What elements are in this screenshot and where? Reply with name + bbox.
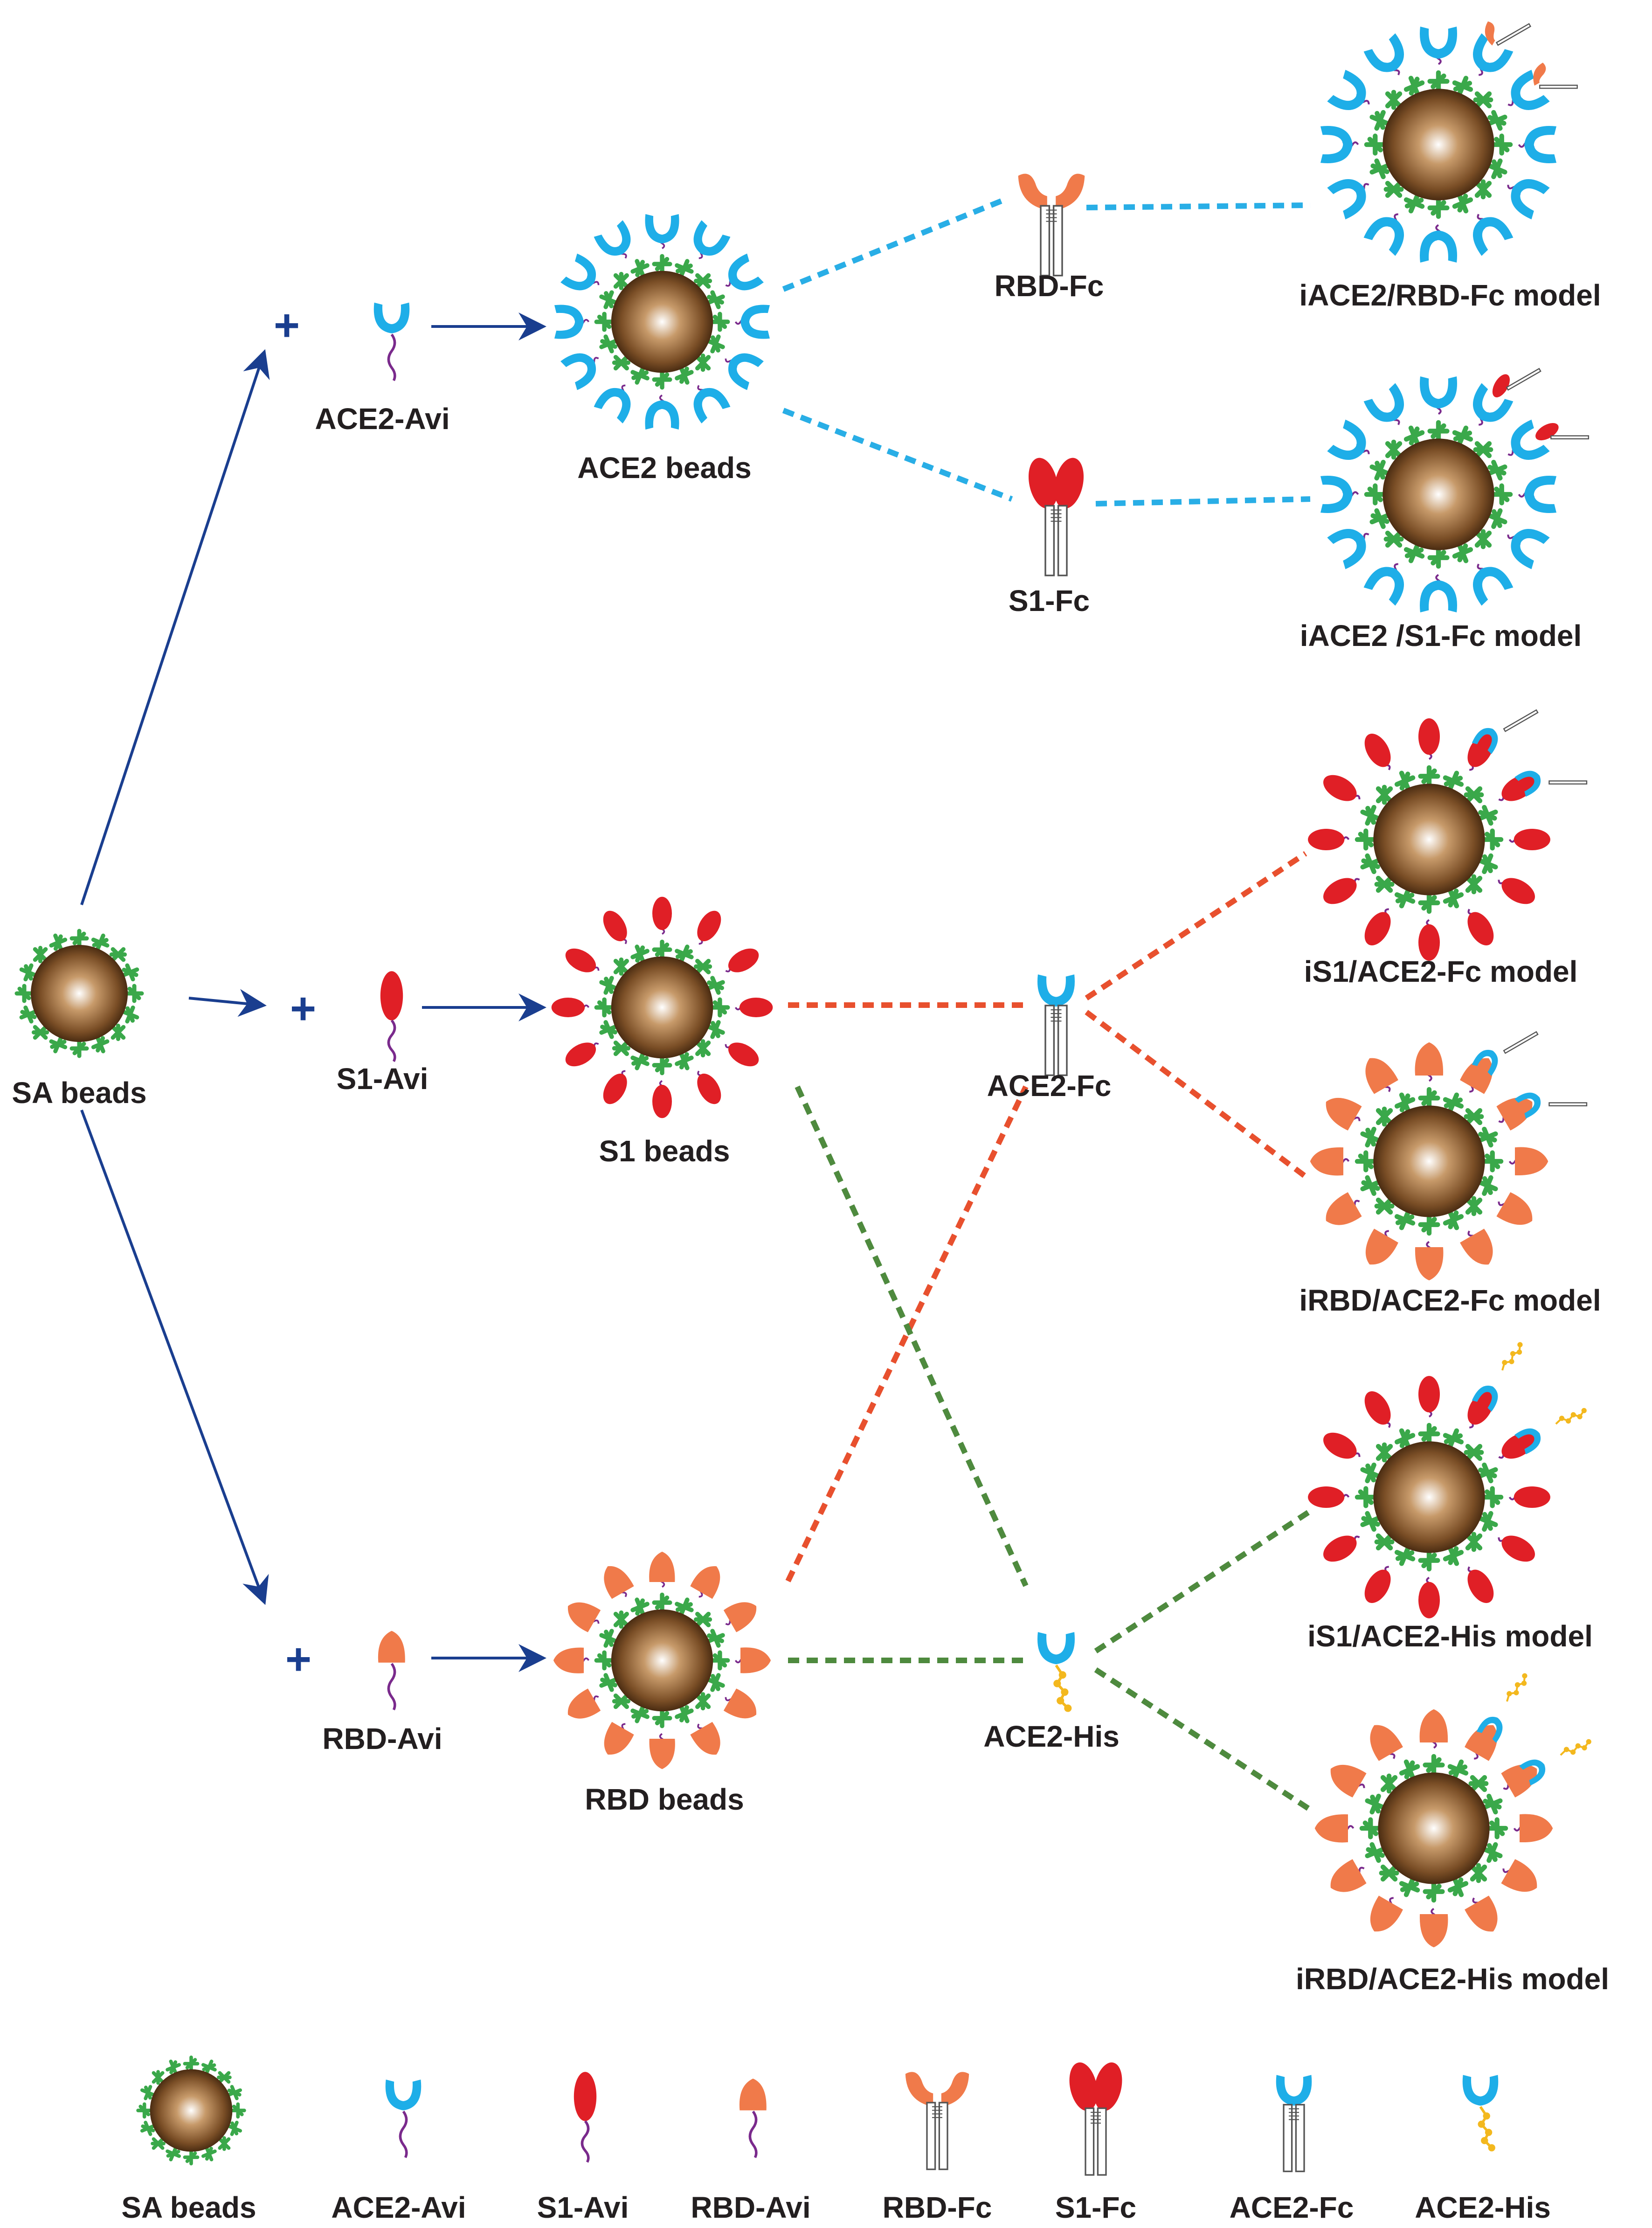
legend-s1-fc-icon: [1069, 2062, 1122, 2176]
legend-label-rbd-fc: RBD-Fc: [883, 2191, 992, 2224]
arrow-sa-to-s1: [188, 989, 267, 1017]
model-iace2-rbdfc-bead: [1320, 21, 1578, 263]
legend-label-ace2-fc: ACE2-Fc: [1230, 2191, 1354, 2224]
rbd-fc-molecule-icon: [1018, 174, 1085, 277]
legend-label-ace2-his: ACE2-His: [1415, 2191, 1551, 2224]
model-irbd-ace2fc-bead: [1310, 1031, 1588, 1281]
legend-label-sa-beads: SA beads: [121, 2191, 256, 2224]
label-model-iace2-s1fc: iACE2 /S1-Fc model: [1300, 619, 1582, 652]
legend-label-s1-fc: S1-Fc: [1055, 2191, 1136, 2224]
line-s1beads-ace2his: [795, 1085, 1029, 1587]
label-rbd-beads: RBD beads: [585, 1783, 744, 1816]
arrow-sa-to-rbd: [80, 1109, 269, 1605]
label-model-irbd-ace2his: iRBD/ACE2-His model: [1296, 1962, 1609, 1996]
legend-ace2-avi-icon: [385, 2079, 422, 2159]
s1-avi-molecule-icon: [380, 971, 403, 1062]
sa-beads: [14, 929, 144, 1058]
legend-s1-avi-icon: [574, 2072, 597, 2163]
line-ace2fc-model2: [1085, 1010, 1312, 1182]
ace2-avi-molecule-icon: [373, 302, 410, 382]
model-iace2-s1fc-bead: [1320, 368, 1590, 612]
plus-s1: +: [290, 984, 316, 1034]
ace2-fc-molecule-icon: [1037, 974, 1075, 1076]
label-rbd-avi: RBD-Avi: [322, 1722, 442, 1756]
line-ace2beads-s1fc: [782, 408, 1013, 502]
label-rbd-fc: RBD-Fc: [995, 269, 1104, 303]
line-s1fc-model: [1095, 496, 1311, 507]
label-sa-beads: SA beads: [12, 1076, 146, 1110]
label-ace2-fc: ACE2-Fc: [987, 1069, 1112, 1103]
label-s1-fc: S1-Fc: [1009, 584, 1090, 618]
line-rbdfc-model: [1086, 202, 1311, 210]
label-s1-avi: S1-Avi: [337, 1062, 429, 1096]
label-model-iace2-rbdfc: iACE2/RBD-Fc model: [1299, 278, 1601, 312]
legend-rbd-fc-icon: [905, 2072, 969, 2170]
legend-sa-bead: [136, 2055, 246, 2166]
legend: SA beads ACE2-Avi S1-Avi RBD-Avi RBD-Fc …: [121, 2055, 1551, 2224]
arrow-sa-to-ace2: [80, 349, 270, 905]
connection-lines: [782, 198, 1312, 1812]
line-ace2beads-rbdfc: [782, 198, 1004, 292]
rbd-beads: [553, 1551, 771, 1770]
plus-rbd: +: [285, 1634, 311, 1684]
ace2-beads: [554, 214, 770, 430]
s1-beads: [551, 896, 773, 1118]
label-model-is1-ace2his: iS1/ACE2-His model: [1307, 1619, 1593, 1653]
model-irbd-ace2his-bead: [1314, 1673, 1591, 1948]
label-ace2-avi: ACE2-Avi: [315, 402, 449, 436]
legend-label-ace2-avi: ACE2-Avi: [331, 2191, 466, 2224]
line-ace2fc-model1: [1085, 851, 1307, 1001]
label-ace2-beads: ACE2 beads: [577, 451, 751, 485]
label-model-is1-ace2fc: iS1/ACE2-Fc model: [1304, 955, 1578, 988]
s1-fc-molecule-icon: [1028, 458, 1084, 576]
line-rbdbeads-ace2fc: [785, 1085, 1029, 1583]
legend-rbd-avi-icon: [739, 2078, 767, 2159]
plus-ace2: +: [274, 300, 300, 350]
model-is1-ace2his-bead: [1308, 1342, 1587, 1618]
legend-label-rbd-avi: RBD-Avi: [691, 2191, 810, 2224]
legend-label-s1-avi: S1-Avi: [537, 2191, 629, 2224]
label-ace2-his: ACE2-His: [983, 1720, 1120, 1753]
legend-ace2-fc-icon: [1276, 2075, 1312, 2172]
label-s1-beads: S1 beads: [599, 1134, 730, 1168]
line-ace2his-model2: [1094, 1667, 1312, 1812]
flow-arrows: [80, 312, 546, 1672]
model-is1-ace2fc-bead: [1308, 709, 1588, 961]
line-ace2his-model1: [1094, 1508, 1312, 1654]
rbd-avi-molecule-icon: [378, 1631, 405, 1711]
ace2-his-molecule-icon: [1037, 1632, 1075, 1712]
label-model-irbd-ace2fc: iRBD/ACE2-Fc model: [1299, 1284, 1601, 1317]
legend-ace2-his-icon: [1462, 2075, 1499, 2152]
